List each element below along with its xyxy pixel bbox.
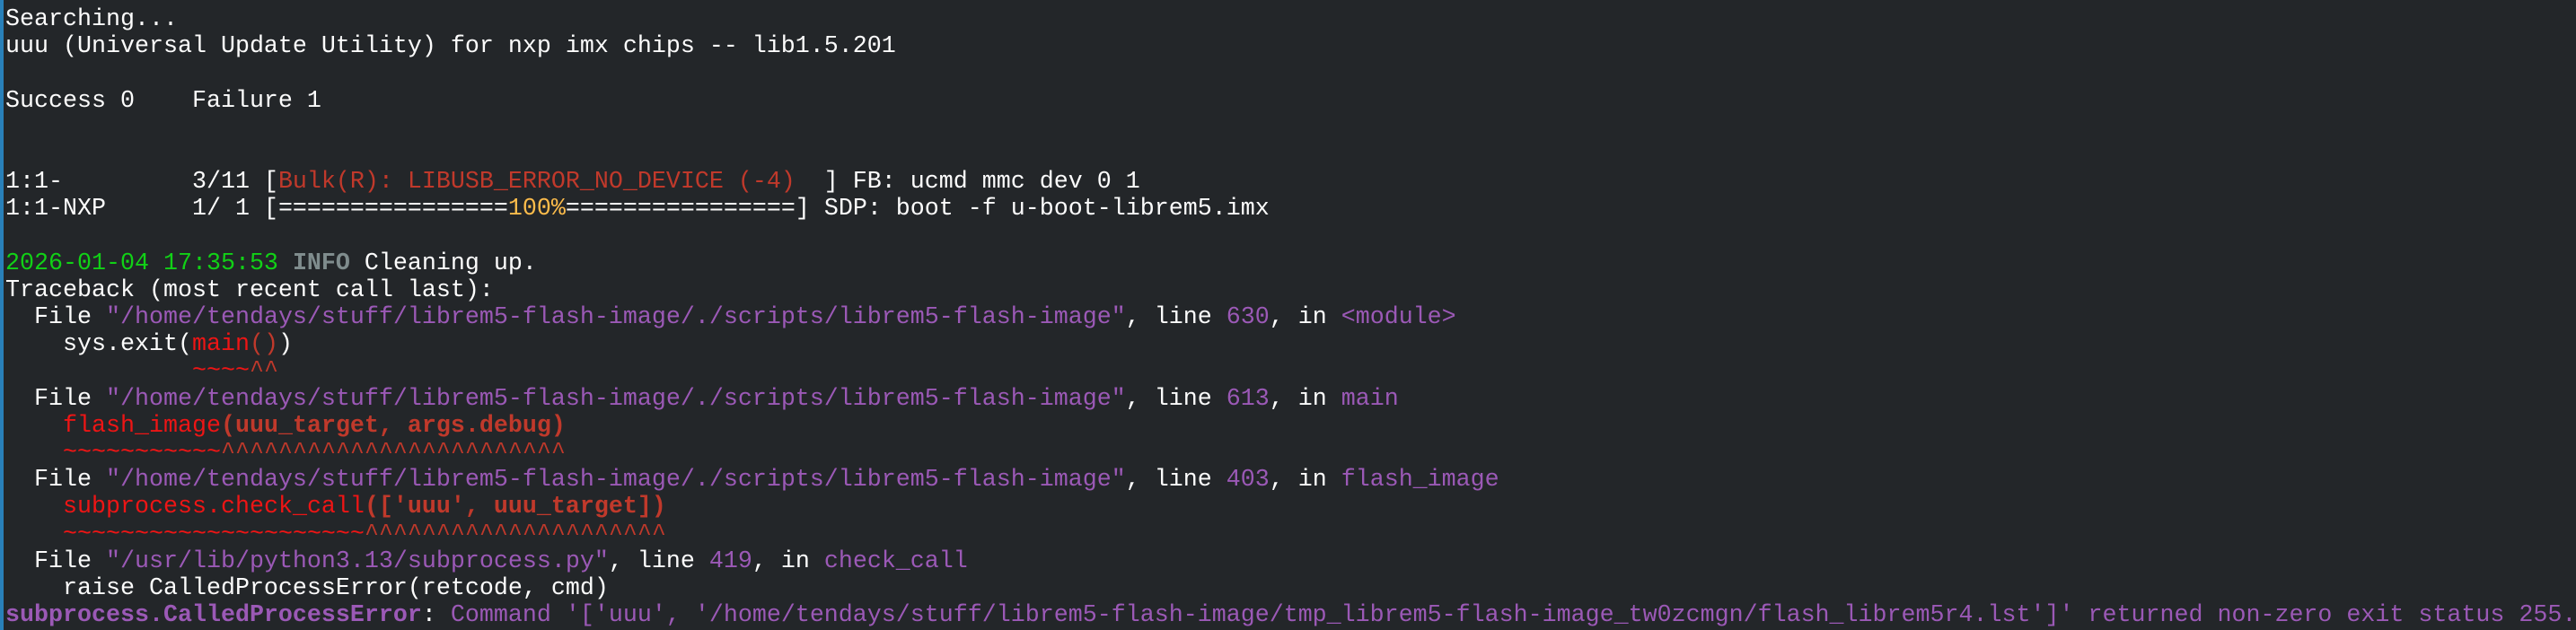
- terminal-accent-bar: [0, 0, 4, 630]
- terminal-line: ~~~~~~~~~~~~~~~~~~~~~^^^^^^^^^^^^^^^^^^^…: [5, 521, 2576, 548]
- terminal-line: File "/usr/lib/python3.13/subprocess.py"…: [5, 548, 2576, 575]
- terminal-text: Traceback (most recent call last):: [5, 276, 494, 304]
- terminal-text: (['uuu', uuu_target]): [364, 494, 666, 521]
- terminal-text: [5, 521, 63, 548]
- terminal-text: subprocess.CalledProcessError: [5, 602, 422, 630]
- terminal-text: subprocess.check_call: [63, 494, 365, 521]
- terminal-line: 1:1-NXP 1/ 1 [================100%======…: [5, 196, 2576, 223]
- terminal-text: ================] SDP: boot -f u-boot-li…: [565, 196, 1270, 223]
- terminal-line: 1:1- 3/11 [Bulk(R): LIBUSB_ERROR_NO_DEVI…: [5, 169, 2576, 196]
- terminal-line: Traceback (most recent call last):: [5, 277, 2576, 304]
- terminal-text: , line: [608, 547, 709, 575]
- terminal-text: Command '['uuu', '/home/tendays/stuff/li…: [450, 602, 2576, 630]
- terminal-text: [5, 358, 192, 385]
- terminal-text: :: [421, 602, 451, 630]
- terminal-text: (uuu_target, args.debug): [220, 412, 566, 440]
- terminal-text: flash_image: [63, 412, 221, 440]
- terminal-text: , in: [752, 547, 824, 575]
- terminal-text: check_call: [823, 547, 968, 575]
- terminal-text: ~~~~: [191, 358, 250, 386]
- terminal-line: [5, 223, 2576, 250]
- terminal-text: raise CalledProcessError(retcode, cmd): [5, 574, 609, 602]
- terminal-line: File "/home/tendays/stuff/librem5-flash-…: [5, 467, 2576, 494]
- terminal-text: sys.exit(: [5, 331, 192, 359]
- terminal-text: ~~~~~~~~~~~: [63, 440, 221, 467]
- terminal-text: Bulk(R): LIBUSB_ERROR_NO_DEVICE (-4): [277, 169, 796, 197]
- terminal-line: uuu (Universal Update Utility) for nxp i…: [5, 33, 2576, 60]
- terminal-text: 419: [708, 547, 752, 575]
- terminal-text: , line: [1125, 467, 1226, 494]
- terminal-text: File: [5, 467, 106, 494]
- terminal-text: 2026-01-04 17:35:53: [5, 249, 278, 277]
- terminal-text: [5, 494, 63, 521]
- terminal-line: raise CalledProcessError(retcode, cmd): [5, 575, 2576, 602]
- terminal-text: ): [277, 331, 293, 359]
- terminal-text: ================: [277, 196, 508, 223]
- terminal-line: subprocess.check_call(['uuu', uuu_target…: [5, 494, 2576, 521]
- terminal-text: ] FB: ucmd mmc dev 0 1: [795, 169, 1140, 197]
- terminal-text: , in: [1269, 467, 1341, 494]
- terminal-text: [5, 413, 63, 440]
- terminal-text: "/usr/lib/python3.13/subprocess.py": [105, 547, 609, 575]
- terminal-text: INFO: [292, 249, 350, 277]
- terminal-line: flash_image(uuu_target, args.debug): [5, 413, 2576, 440]
- terminal-text: ~~~~~~~~~~~~~~~~~~~~~: [63, 521, 365, 548]
- terminal-line: Searching...: [5, 6, 2576, 33]
- terminal-text: (): [249, 331, 278, 359]
- terminal-text: File: [5, 385, 106, 413]
- terminal-text: , in: [1269, 304, 1341, 332]
- terminal-text: File: [5, 547, 106, 575]
- terminal-text: <module>: [1341, 304, 1456, 332]
- terminal-output[interactable]: Searching...uuu (Universal Update Utilit…: [5, 6, 2576, 629]
- terminal-text: "/home/tendays/stuff/librem5-flash-image…: [105, 467, 1126, 494]
- terminal-line: [5, 115, 2576, 142]
- terminal-line: [5, 60, 2576, 87]
- terminal-text: File: [5, 304, 106, 332]
- terminal-text: 403: [1226, 467, 1270, 494]
- terminal-text: [278, 250, 293, 277]
- terminal-text: 1:1-NXP 1/ 1 [: [5, 196, 278, 223]
- terminal-line: subprocess.CalledProcessError: Command '…: [5, 602, 2576, 629]
- terminal-line: sys.exit(main()): [5, 331, 2576, 358]
- terminal-line: File "/home/tendays/stuff/librem5-flash-…: [5, 304, 2576, 331]
- terminal-text: ^^: [249, 358, 278, 386]
- terminal-text: uuu (Universal Update Utility) for nxp i…: [5, 33, 896, 61]
- terminal-line: ~~~~^^: [5, 358, 2576, 385]
- terminal-text: , in: [1269, 385, 1341, 413]
- terminal-line: [5, 142, 2576, 169]
- terminal-line: 2026-01-04 17:35:53 INFO Cleaning up.: [5, 250, 2576, 277]
- terminal-text: ^^^^^^^^^^^^^^^^^^^^^^^^: [220, 440, 566, 467]
- terminal-text: 613: [1226, 385, 1270, 413]
- terminal-text: , line: [1125, 385, 1226, 413]
- terminal-line: ~~~~~~~~~~~^^^^^^^^^^^^^^^^^^^^^^^^: [5, 440, 2576, 467]
- terminal-text: main: [191, 331, 250, 359]
- terminal-text: "/home/tendays/stuff/librem5-flash-image…: [105, 385, 1126, 413]
- terminal-text: Success 0 Failure 1: [5, 87, 321, 115]
- terminal-text: 1:1- 3/11 [: [5, 169, 278, 197]
- terminal-text: ^^^^^^^^^^^^^^^^^^^^^: [364, 521, 666, 548]
- terminal-text: Searching...: [5, 6, 178, 33]
- terminal-text: 630: [1226, 304, 1270, 332]
- terminal-text: 100%: [507, 196, 566, 223]
- terminal-text: "/home/tendays/stuff/librem5-flash-image…: [105, 304, 1126, 332]
- terminal-text: main: [1341, 385, 1399, 413]
- terminal-line: File "/home/tendays/stuff/librem5-flash-…: [5, 386, 2576, 413]
- terminal-text: flash_image: [1341, 467, 1499, 494]
- terminal-line: Success 0 Failure 1: [5, 88, 2576, 115]
- terminal-text: Cleaning up.: [349, 249, 537, 277]
- terminal-text: , line: [1125, 304, 1226, 332]
- terminal-text: [5, 440, 63, 467]
